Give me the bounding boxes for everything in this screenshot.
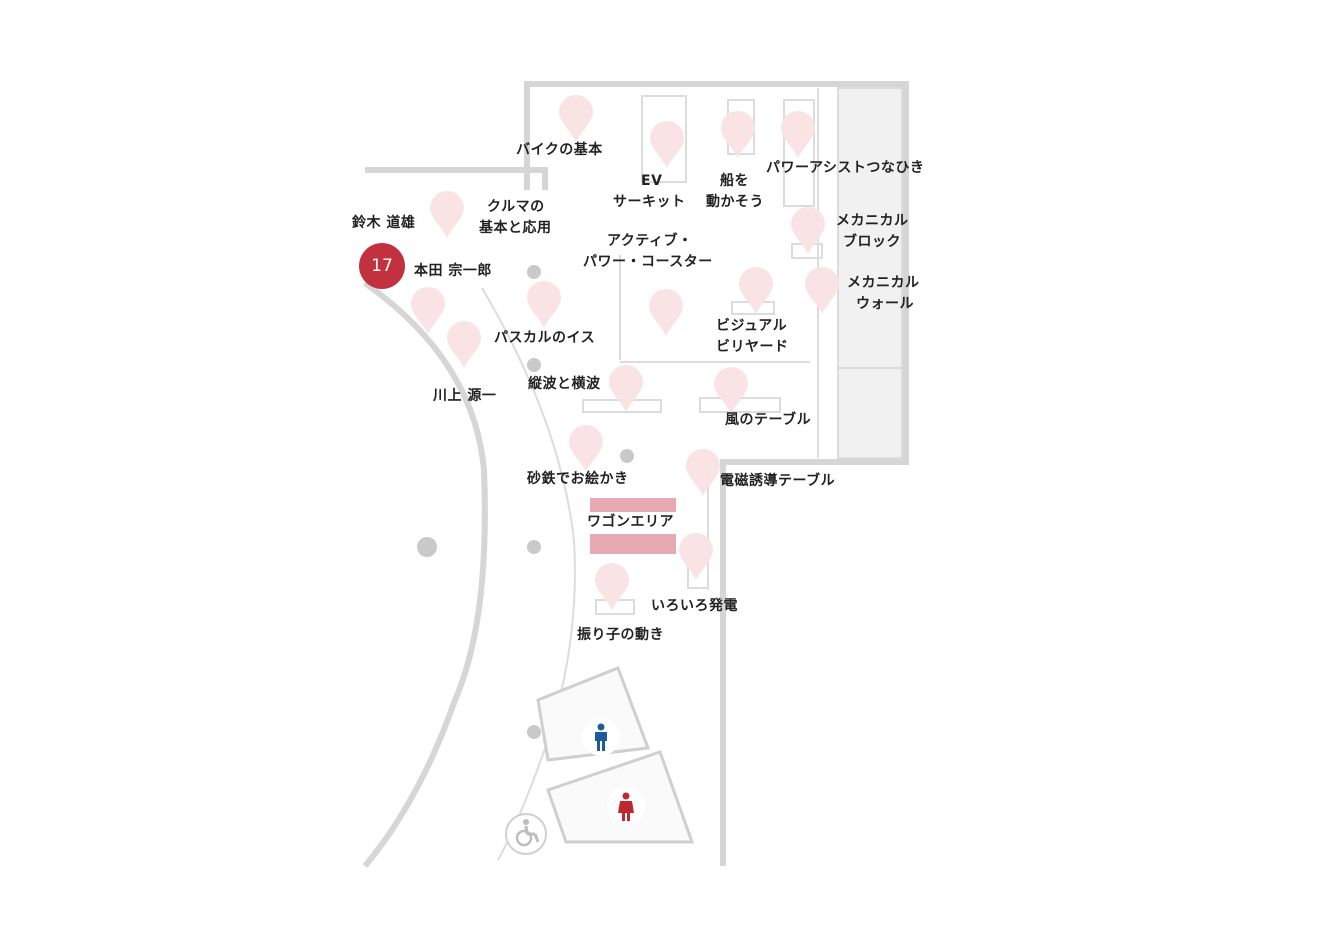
exhibit-label-move-boat-2[interactable]: 動かそう [706,194,764,210]
map-pin-icon[interactable] [781,111,815,158]
booth-number-badge[interactable]: 17 [359,243,405,289]
map-pin-icon[interactable] [411,287,445,334]
exhibit-label-mechanical-block-2[interactable]: ブロック [843,234,901,250]
exhibit-label-car-basics-1[interactable]: クルマの [487,199,545,215]
exhibit-label-car-basics-2[interactable]: 基本と応用 [479,220,552,236]
map-pin-icon[interactable] [686,449,720,496]
exhibit-label-mechanical-wall-1[interactable]: メカニカル [847,275,920,291]
room-outline [481,87,903,861]
women-restroom-icon [607,787,645,825]
map-pin-icon[interactable] [430,191,464,238]
map-pin-icon[interactable] [714,367,748,414]
pillars [417,265,634,739]
exhibit-label-induction-table[interactable]: 電磁誘導テーブル [720,473,836,489]
exhibit-label-visual-billiard-2[interactable]: ビリヤード [716,339,789,355]
map-pin-icon[interactable] [791,207,825,254]
map-pin-icon[interactable] [569,425,603,472]
map-pin-icon[interactable] [447,321,481,368]
map-pin-icon[interactable] [649,289,683,336]
person-label-kawakami[interactable]: 川上 源一 [433,388,497,404]
map-pin-icon[interactable] [527,281,561,328]
exhibit-label-pendulum[interactable]: 振り子の動き [577,627,664,643]
exhibit-label-wind-table[interactable]: 風のテーブル [725,412,812,428]
exhibit-pins [411,95,839,610]
map-pin-icon[interactable] [559,95,593,142]
exhibit-label-move-boat-1[interactable]: 船を [720,173,749,189]
exhibit-label-waves[interactable]: 縦波と横波 [528,376,601,392]
map-pin-icon[interactable] [739,267,773,314]
exhibit-label-iron-sand[interactable]: 砂鉄でお絵かき [527,471,629,487]
map-pin-icon[interactable] [595,563,629,610]
map-pin-icon[interactable] [805,267,839,314]
wagon-area [590,498,676,554]
map-pin-icon[interactable] [721,111,755,158]
exhibit-label-visual-billiard-1[interactable]: ビジュアル [716,318,788,334]
walls [362,81,909,868]
wheelchair-icon [505,813,547,855]
exhibit-label-power-assist[interactable]: パワーアシストつなひき [766,160,925,176]
exhibit-label-pascal-chair[interactable]: パスカルのイス [494,330,596,346]
men-restroom-icon [582,718,620,756]
exhibit-label-wagon-area[interactable]: ワゴンエリア [587,514,674,530]
map-pin-icon[interactable] [679,533,713,580]
map-pin-icon[interactable] [609,365,643,412]
exhibit-label-active-coaster-2[interactable]: パワー・コースター [583,254,713,270]
exhibit-label-ev-circuit-1[interactable]: EV [641,173,663,189]
exhibit-label-ev-circuit-2[interactable]: サーキット [613,194,686,210]
person-label-suzuki[interactable]: 鈴木 道雄 [352,215,416,231]
exhibit-label-mechanical-block-1[interactable]: メカニカル [836,213,909,229]
exhibit-label-active-coaster-1[interactable]: アクティブ・ [607,233,693,249]
exhibit-label-bike-basics[interactable]: バイクの基本 [516,142,603,158]
exhibit-label-power-generation[interactable]: いろいろ発電 [651,598,738,614]
exhibit-label-mechanical-wall-2[interactable]: ウォール [856,296,914,312]
person-label-honda[interactable]: 本田 宗一郎 [414,263,492,279]
map-pin-icon[interactable] [650,121,684,168]
